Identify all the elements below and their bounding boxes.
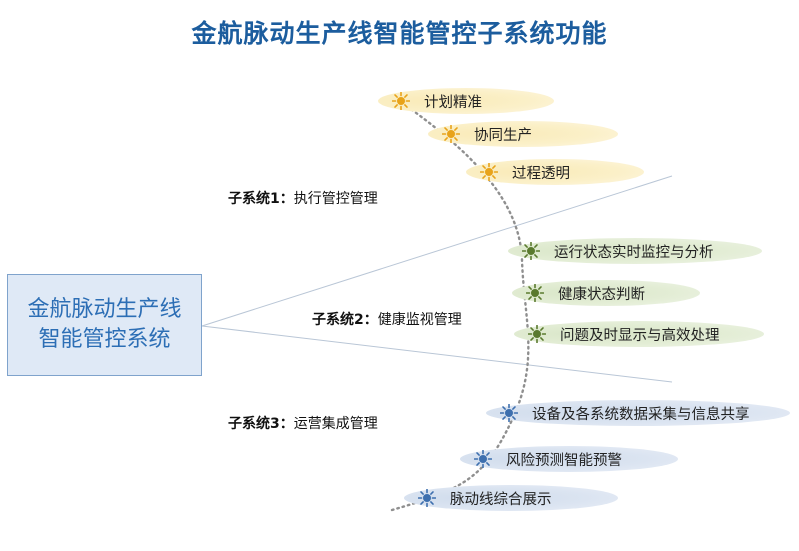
diagram-title: 金航脉动生产线智能管控子系统功能: [191, 19, 608, 48]
item-label: 协同生产: [474, 127, 532, 144]
item-plan-accurate: 计划精准: [378, 88, 554, 114]
sun-icon: [473, 449, 493, 469]
main-box-line2: 智能管控系统: [38, 327, 171, 352]
item-label: 脉动线综合展示: [450, 491, 552, 508]
sun-icon: [441, 124, 461, 144]
item-health-judgement: 健康状态判断: [512, 280, 700, 306]
item-process-transparent: 过程透明: [466, 159, 644, 185]
subsystem-3-name: 运营集成管理: [293, 416, 378, 432]
subsystem-1-label: 子系统1：执行管控管理: [228, 188, 378, 208]
item-label: 设备及各系统数据采集与信息共享: [532, 406, 750, 423]
main-box-line1: 金航脉动生产线: [27, 297, 182, 322]
item-pulse-line-display: 脉动线综合展示: [404, 485, 618, 511]
sun-icon: [417, 488, 437, 508]
item-label: 风险预测智能预警: [506, 452, 622, 469]
subsystem-2-prefix: 子系统2：: [312, 312, 378, 328]
item-realtime-monitoring: 运行状态实时监控与分析: [508, 238, 762, 264]
subsystem-2-name: 健康监视管理: [377, 312, 462, 328]
sun-icon: [527, 324, 547, 344]
item-data-collection: 设备及各系统数据采集与信息共享: [486, 400, 790, 426]
subsystem-2-label: 子系统2：健康监视管理: [312, 309, 462, 329]
fan-line-top: [201, 175, 673, 327]
sun-icon: [521, 241, 541, 261]
item-label: 过程透明: [512, 165, 570, 182]
sun-icon: [391, 91, 411, 111]
item-risk-warning: 风险预测智能预警: [460, 446, 678, 472]
item-collaborative-production: 协同生产: [428, 121, 618, 147]
fan-line-bottom: [201, 325, 673, 383]
sun-icon: [525, 283, 545, 303]
subsystem-3-label: 子系统3：运营集成管理: [228, 413, 378, 433]
sun-icon: [499, 403, 519, 423]
item-label: 健康状态判断: [558, 286, 645, 303]
item-label: 问题及时显示与高效处理: [560, 327, 720, 344]
subsystem-1-name: 执行管控管理: [293, 191, 378, 207]
main-system-box: 金航脉动生产线 智能管控系统: [7, 274, 202, 376]
item-label: 计划精准: [424, 94, 482, 111]
item-problem-handling: 问题及时显示与高效处理: [514, 321, 764, 347]
item-label: 运行状态实时监控与分析: [554, 244, 714, 261]
subsystem-3-prefix: 子系统3：: [228, 416, 294, 432]
subsystem-1-prefix: 子系统1：: [228, 191, 294, 207]
sun-icon: [479, 162, 499, 182]
